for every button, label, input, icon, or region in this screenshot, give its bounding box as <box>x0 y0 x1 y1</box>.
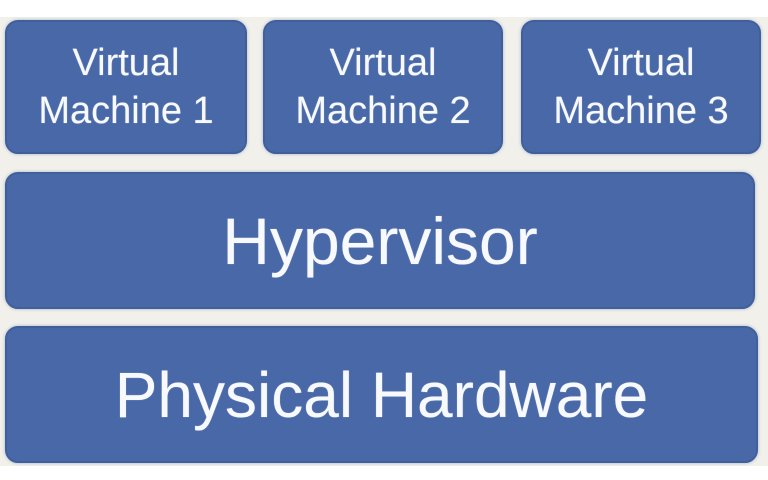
physical-hardware-label: Physical Hardware <box>114 358 649 431</box>
virtual-machine-3-label-line1: Virtual <box>587 42 695 84</box>
virtual-machine-2-label: Virtual Machine 2 <box>295 39 470 135</box>
virtual-machine-3-box: Virtual Machine 3 <box>521 20 761 154</box>
virtual-machine-2-label-line2: Machine 2 <box>295 90 471 132</box>
virtual-machine-2-label-line1: Virtual <box>329 42 437 84</box>
virtual-machine-3-label: Virtual Machine 3 <box>553 39 728 135</box>
virtual-machine-2-box: Virtual Machine 2 <box>263 20 503 154</box>
virtual-machine-1-label: Virtual Machine 1 <box>38 39 213 135</box>
virtual-machine-3-label-line2: Machine 3 <box>553 90 729 132</box>
virtual-machine-1-label-line2: Machine 1 <box>38 90 214 132</box>
virtual-machine-1-box: Virtual Machine 1 <box>5 20 247 154</box>
physical-hardware-box: Physical Hardware <box>5 326 758 463</box>
hypervisor-label: Hypervisor <box>222 203 538 278</box>
virtual-machine-1-label-line1: Virtual <box>72 42 180 84</box>
hypervisor-box: Hypervisor <box>5 172 755 309</box>
